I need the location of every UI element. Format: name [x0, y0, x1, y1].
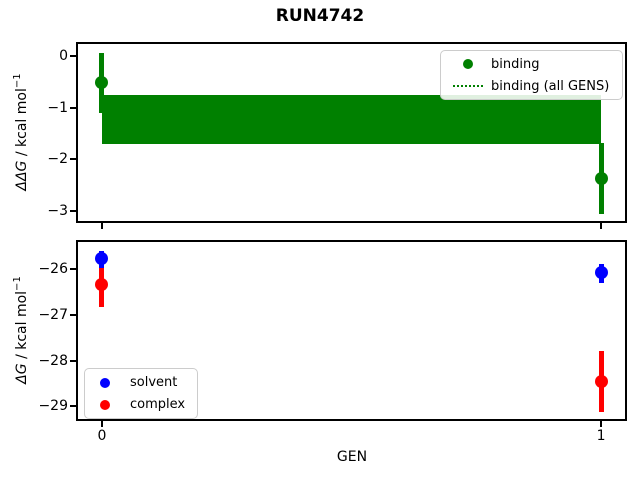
legend-item-binding: binding	[441, 53, 622, 75]
ddg-ytick-label--1: −1	[47, 99, 68, 116]
legend-binding-all-gens-label: binding (all GENS)	[491, 78, 610, 94]
top-y-axis-label-math: ΔΔG	[13, 160, 30, 191]
legend-binding-label: binding	[491, 56, 540, 72]
ddg-axes-frame	[76, 42, 627, 223]
ddg-xtick-0	[100, 223, 103, 229]
top-y-axis-label-sup: −1	[12, 73, 24, 89]
complex-dot-icon	[100, 399, 110, 410]
binding-dot-icon	[463, 59, 473, 69]
dg-ytick--27	[70, 313, 76, 316]
dg-ytick--28	[70, 359, 76, 362]
ddg-ytick--3	[70, 210, 76, 213]
dg-ytick-label--28: −28	[38, 352, 68, 369]
legend-binding-marker	[447, 59, 489, 69]
binding-all-gens-dotted-line-icon	[453, 85, 483, 87]
dg-xtick-1	[600, 421, 603, 427]
ddg-ytick--1	[70, 106, 76, 109]
dg-ytick-label--26: −26	[38, 261, 68, 278]
dg-ytick--26	[70, 268, 76, 271]
ddg-ytick-0	[70, 54, 76, 57]
ddg-ytick-label-0: 0	[59, 47, 68, 64]
ddg-xtick-1	[600, 223, 603, 229]
binding-point-gen1	[594, 172, 608, 186]
legend-item-complex: complex	[85, 394, 197, 416]
figure-title: RUN4742	[275, 6, 365, 26]
bottom-legend: solvent complex	[84, 368, 198, 419]
bottom-y-axis-label: ΔG / kcal mol−1	[12, 276, 30, 384]
ddg-ytick--2	[70, 158, 76, 161]
ddg-ytick-label--2: −2	[47, 151, 68, 168]
dg-xtick-label-1: 1	[596, 428, 606, 444]
solvent-point-gen1	[594, 265, 608, 279]
top-y-axis-label: ΔΔG / kcal mol−1	[12, 73, 30, 190]
legend-complex-label: complex	[130, 397, 186, 412]
binding-point-gen0	[95, 76, 109, 90]
legend-item-solvent: solvent	[85, 372, 197, 394]
dg-xtick-0	[100, 421, 103, 427]
x-axis-label: GEN	[336, 449, 368, 465]
dg-ytick--29	[70, 405, 76, 408]
dg-xtick-label-0: 0	[97, 428, 107, 444]
top-legend: binding binding (all GENS)	[440, 50, 623, 100]
dg-ytick-label--27: −27	[38, 306, 68, 323]
legend-binding-all-gens-marker	[447, 85, 489, 87]
dg-axes-frame	[76, 240, 627, 421]
ddg-ytick-label--3: −3	[47, 203, 68, 220]
binding-all-gens--band	[101, 94, 602, 144]
bottom-y-axis-label-math: ΔG	[13, 363, 30, 384]
complex-point-gen1	[594, 374, 608, 388]
solvent-dot-icon	[100, 377, 110, 388]
dg-ytick-label--29: −29	[38, 398, 68, 415]
legend-complex-marker	[90, 399, 120, 410]
legend-solvent-label: solvent	[130, 375, 178, 390]
top-y-axis-label-units: / kcal mol	[13, 88, 30, 161]
complex-point-gen0	[95, 277, 109, 291]
legend-item-binding-all-gens: binding (all GENS)	[441, 75, 622, 97]
bottom-y-axis-label-units: / kcal mol	[13, 290, 30, 364]
solvent-point-gen0	[95, 252, 109, 266]
legend-solvent-marker	[90, 377, 120, 388]
bottom-y-axis-label-sup: −1	[12, 276, 24, 291]
